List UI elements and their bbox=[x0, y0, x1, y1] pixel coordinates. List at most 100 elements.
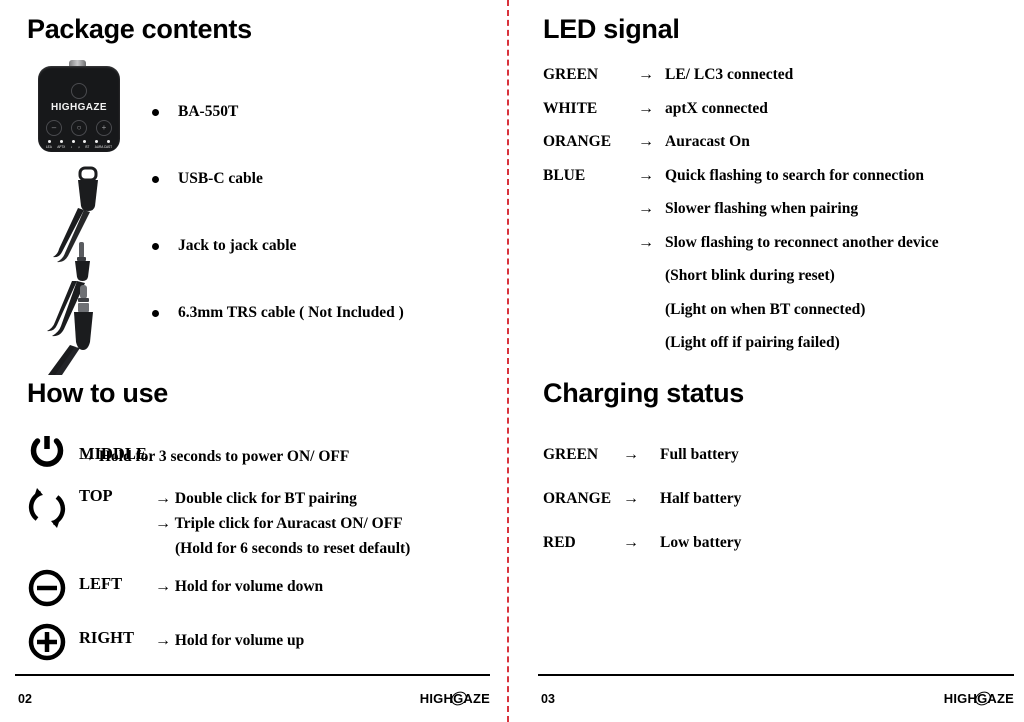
device-antenna-nub bbox=[69, 60, 86, 70]
how-to-action-text: Hold for 3 seconds to power ON/ OFF bbox=[98, 448, 350, 465]
device-minus-button-icon: – bbox=[46, 120, 62, 136]
product-image-trs-cable bbox=[48, 285, 93, 375]
footer-logo-post: AZE bbox=[987, 691, 1014, 706]
charging-status-table: GREEN → Full battery ORANGE → Half batte… bbox=[543, 446, 741, 578]
arrow-icon: → bbox=[638, 99, 654, 117]
page-title-led-signal: LED signal bbox=[543, 14, 680, 44]
how-to-action-line: → Triple click for Auracast ON/ OFF bbox=[155, 511, 410, 536]
how-to-actions: → Hold for volume down bbox=[155, 568, 323, 599]
table-row: ORANGE → Half battery bbox=[543, 490, 741, 534]
page-left: Package contents HIGHGAZE – ○ + LEA APTX bbox=[15, 14, 497, 708]
power-icon bbox=[27, 432, 79, 477]
how-to-action-line: → Hold for volume up bbox=[155, 628, 304, 653]
product-image-jack-to-jack-cable bbox=[47, 242, 90, 337]
led-dot bbox=[106, 140, 110, 143]
how-to-note-text: (Hold for 6 seconds to reset default) bbox=[175, 540, 411, 557]
arrow-icon: → bbox=[155, 578, 171, 595]
device-button-row: – ○ + bbox=[46, 120, 112, 136]
device-led-label: ♫ bbox=[77, 145, 80, 149]
charge-meaning-text: Full battery bbox=[660, 446, 739, 463]
list-item: 6.3mm TRS cable ( Not Included ) bbox=[152, 305, 404, 372]
device-body: HIGHGAZE – ○ + LEA APTX ♪ ♫ BT AURA CAS bbox=[38, 66, 120, 152]
how-to-actions: → Double click for BT pairing → Triple c… bbox=[155, 486, 410, 561]
footer-logo-g: G bbox=[448, 689, 470, 708]
footer-divider bbox=[15, 674, 490, 676]
table-row: WHITE → aptX connected bbox=[543, 100, 939, 134]
arrow-icon: → bbox=[638, 66, 654, 83]
led-dot bbox=[95, 140, 99, 143]
minus-circle-icon bbox=[27, 568, 79, 613]
led-dot bbox=[83, 140, 87, 143]
led-color-label: GREEN bbox=[543, 66, 599, 83]
how-to-action-text: Double click for BT pairing bbox=[174, 490, 357, 507]
arrow-icon: → bbox=[638, 233, 654, 251]
charge-meaning-text: Low battery bbox=[660, 534, 742, 551]
led-meaning-text: Slower flashing when pairing bbox=[665, 200, 859, 217]
table-row: RED → Low battery bbox=[543, 534, 741, 578]
bullet-icon bbox=[152, 243, 159, 250]
page-number: 02 bbox=[18, 692, 32, 706]
led-meaning-text: aptX connected bbox=[665, 99, 768, 117]
list-item: Jack to jack cable bbox=[152, 238, 404, 305]
how-to-action-text: Hold for volume up bbox=[174, 632, 305, 649]
led-color-label: WHITE bbox=[543, 99, 598, 117]
arrow-icon: → bbox=[155, 515, 171, 532]
led-note-text: (Light off if pairing failed) bbox=[665, 334, 840, 351]
page-title-how-to-use: How to use bbox=[27, 378, 169, 408]
arrow-icon: → bbox=[623, 534, 639, 551]
led-color-label: BLUE bbox=[543, 166, 586, 184]
page-divider bbox=[507, 0, 509, 722]
device-brand-label: HIGHGAZE bbox=[51, 102, 107, 113]
list-item-label: Jack to jack cable bbox=[178, 237, 297, 254]
device-led-label: ♪ bbox=[70, 145, 73, 149]
how-to-note-line: (Hold for 6 seconds to reset default) bbox=[155, 536, 410, 561]
device-led-row bbox=[48, 140, 110, 143]
footer-logo-pre: HIGH bbox=[419, 691, 454, 706]
how-to-label: LEFT bbox=[79, 574, 123, 593]
arrow-icon: → bbox=[638, 133, 654, 150]
led-meaning-text: LE/ LC3 connected bbox=[665, 66, 794, 83]
how-to-row-top: TOP → Double click for BT pairing → Trip… bbox=[27, 486, 497, 568]
table-row-continuation: → Slower flashing when pairing bbox=[543, 200, 939, 234]
plus-circle-icon bbox=[27, 622, 79, 667]
how-to-row-right: RIGHT → Hold for volume up bbox=[27, 622, 497, 674]
arrow-icon: → bbox=[623, 446, 639, 463]
device-led-label: APTX bbox=[57, 145, 66, 149]
how-to-action-text: Triple click for Auracast ON/ OFF bbox=[174, 515, 403, 532]
device-led-label: AURA CAST bbox=[94, 145, 112, 149]
list-item: USB-C cable bbox=[152, 171, 404, 238]
charge-color-label: RED bbox=[543, 534, 576, 551]
product-image-ba-550t: HIGHGAZE – ○ + LEA APTX ♪ ♫ BT AURA CAS bbox=[38, 60, 120, 152]
table-row: GREEN → Full battery bbox=[543, 446, 741, 490]
arrow-icon: → bbox=[623, 490, 639, 507]
table-row: ORANGE → Auracast On bbox=[543, 133, 939, 167]
led-color-label: ORANGE bbox=[543, 133, 612, 150]
arrow-icon: → bbox=[79, 448, 95, 465]
arrow-icon: → bbox=[155, 632, 171, 649]
charge-color-label: ORANGE bbox=[543, 490, 612, 507]
arrow-icon: → bbox=[155, 490, 171, 507]
led-meaning-text: Quick flashing to search for connection bbox=[665, 166, 925, 184]
page-right: LED signal GREEN → LE/ LC3 connected WHI… bbox=[512, 0, 1024, 722]
list-item: BA-550T bbox=[152, 104, 404, 171]
footer-logo-post: AZE bbox=[463, 691, 490, 706]
device-top-button-icon bbox=[71, 83, 87, 99]
bullet-icon bbox=[152, 310, 159, 317]
bullet-icon bbox=[152, 109, 159, 116]
product-image-usb-c-cable bbox=[53, 166, 98, 263]
footer-logo-g: G bbox=[972, 689, 994, 708]
footer-logo-g-letter: G bbox=[977, 691, 988, 706]
page-title-charging-status: Charging status bbox=[543, 378, 745, 408]
how-to-actions: → Hold for volume up bbox=[155, 622, 304, 653]
page-title-package-contents: Package contents bbox=[27, 14, 252, 44]
how-to-label: TOP bbox=[79, 486, 113, 505]
device-led-labels: LEA APTX ♪ ♫ BT AURA CAST bbox=[46, 145, 112, 149]
footer-divider bbox=[538, 674, 1014, 676]
footer-logo-pre: HIGH bbox=[943, 691, 978, 706]
led-note-text: (Short blink during reset) bbox=[665, 267, 835, 284]
how-to-row-left: LEFT → Hold for volume down bbox=[27, 568, 497, 622]
device-plus-button-icon: + bbox=[96, 120, 112, 136]
arrow-icon: → bbox=[638, 200, 654, 217]
table-row-continuation: → Slow flashing to reconnect another dev… bbox=[543, 234, 939, 268]
